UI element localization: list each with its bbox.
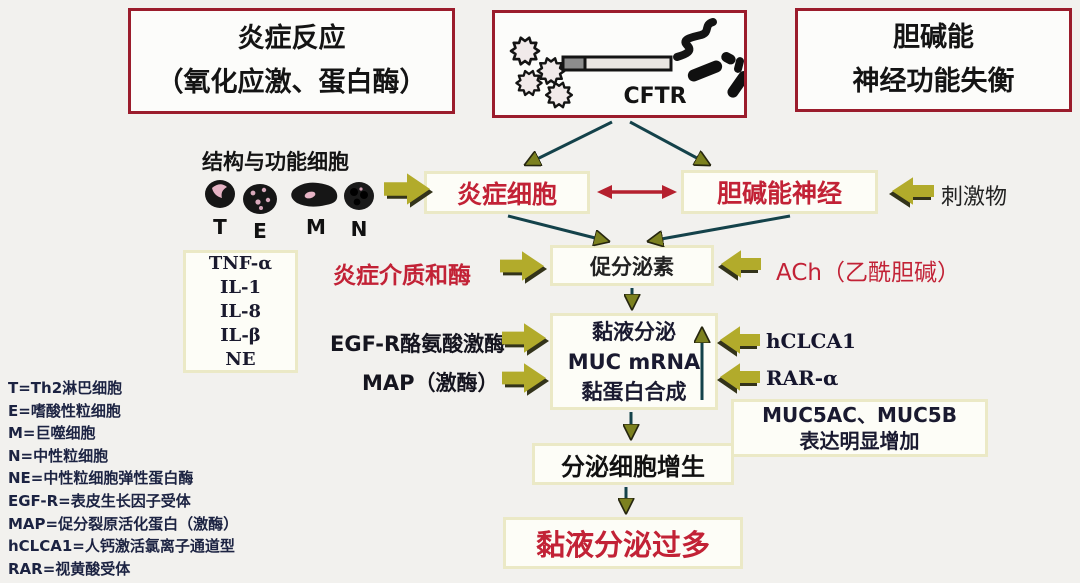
- legend-line: hCLCA1=人钙激活氯离子通道型: [8, 537, 235, 556]
- e-label: E: [253, 219, 267, 240]
- cholinergic-line2: 神经功能失衡: [852, 66, 1015, 97]
- n-label: N: [351, 217, 368, 240]
- legend-line: EGF-R=表皮生长因子受体: [8, 491, 191, 510]
- n-cell-icon: [344, 182, 374, 210]
- mediators-label: 炎症介质和酶: [333, 263, 471, 289]
- inflammation-line2: （氧化应激、蛋白酶）: [156, 67, 427, 98]
- mucus-line2: MUC mRNA: [567, 349, 701, 374]
- arrow-cftr-to-cholinergic: [629, 120, 708, 164]
- cells-title: 结构与功能细胞: [202, 150, 349, 174]
- box-triggers-cftr: CFTR: [492, 10, 747, 118]
- cytokine-ne: NE: [225, 348, 256, 370]
- legend-line: N=中性粒细胞: [8, 446, 109, 465]
- arrow-cftr-to-inflammatory: [527, 120, 613, 164]
- legend: T=Th2淋巴细胞 E=嗜酸性粒细胞 M=巨噬细胞 N=中性粒细胞 NE=中性粒…: [8, 377, 238, 580]
- arrow-mediators-icon: [500, 250, 547, 284]
- arrow-map-icon: [502, 362, 549, 396]
- arrow-bidirectional-red: [597, 185, 677, 199]
- smoking-virus-bacteria-icon: CFTR: [509, 18, 744, 109]
- box-cholinergic-nerve: 胆碱能神经: [681, 170, 878, 214]
- cytokine-il8: IL-8: [219, 300, 262, 322]
- m-cell-icon: [291, 182, 338, 207]
- muc5-line2: 表达明显增加: [799, 429, 920, 453]
- stimulant-label: 刺激物: [941, 185, 1008, 210]
- box-inflammation-response: 炎症反应 （氧化应激、蛋白酶）: [128, 8, 455, 114]
- mucus-line1: 黏液分泌: [592, 319, 676, 344]
- hclca1-label: hCLCA1: [766, 329, 856, 353]
- arrow-rar-icon: [720, 362, 760, 392]
- box-cholinergic-imbalance: 胆碱能 神经功能失衡: [795, 8, 1072, 112]
- arrow-egfr-icon: [502, 322, 549, 356]
- bacteria-icons: [687, 52, 744, 98]
- cigarette-icon: [561, 55, 673, 72]
- cytokine-il1: IL-1: [219, 276, 262, 298]
- egfr-label: EGF-R酪氨酸激酶: [330, 332, 506, 356]
- box-mucus-secretion: 黏液分泌 MUC mRNA 黏蛋白合成: [550, 313, 718, 410]
- box-secretory-cell-hyperplasia: 分泌细胞增生: [532, 443, 734, 485]
- cytokine-ilb: IL-β: [220, 324, 261, 346]
- inflammation-line1: 炎症反应: [237, 23, 346, 55]
- legend-line: E=嗜酸性粒细胞: [8, 401, 121, 420]
- cell-icons: T E M N: [205, 180, 374, 240]
- legend-line: T=Th2淋巴细胞: [8, 379, 123, 397]
- arrow-hclca1-icon: [720, 325, 760, 355]
- mucus-line3: 黏蛋白合成: [581, 379, 687, 404]
- box-secretagogue: 促分泌素: [550, 245, 714, 286]
- arrow-cholinergic-to-secretagogue: [650, 214, 791, 241]
- arrow-ach-icon: [721, 249, 761, 279]
- rar-label: RAR-α: [766, 366, 839, 390]
- cell-letter-labels: T E M N: [213, 215, 367, 240]
- legend-line: RAR=视黄酸受体: [8, 559, 131, 578]
- legend-line: NE=中性粒细胞弹性蛋白酶: [8, 469, 194, 488]
- box-inflammatory-cells: 炎症细胞: [424, 171, 590, 214]
- muc5-line1: MUC5AC、MUC5B: [762, 403, 957, 427]
- ach-label: ACh（乙酰胆碱）: [776, 260, 960, 286]
- t-label: T: [213, 215, 227, 239]
- arrow-inflammatory-to-secretagogue: [507, 214, 607, 241]
- virus-icons: [509, 36, 574, 109]
- smoke-icon: [673, 18, 717, 61]
- cholinergic-line1: 胆碱能: [893, 22, 974, 54]
- map-label: MAP（激酶）: [362, 371, 499, 395]
- cytokine-tnf: TNF-α: [208, 252, 273, 274]
- legend-line: M=巨噬细胞: [8, 424, 96, 443]
- t-cell-icon: [205, 180, 235, 208]
- box-mucus-hypersecretion: 黏液分泌过多: [503, 517, 743, 569]
- cftr-label: CFTR: [623, 84, 686, 109]
- arrow-cells-to-inflammatory-icon: [384, 172, 433, 208]
- legend-line: MAP=促分裂原活化蛋白（激酶）: [8, 514, 239, 533]
- m-label: M: [306, 215, 326, 239]
- e-cell-icon: [243, 184, 277, 214]
- box-cytokines: TNF-α IL-1 IL-8 IL-β NE: [183, 250, 298, 373]
- arrow-stimulant-icon: [892, 176, 934, 206]
- box-muc5-expression: MUC5AC、MUC5B 表达明显增加: [731, 399, 988, 457]
